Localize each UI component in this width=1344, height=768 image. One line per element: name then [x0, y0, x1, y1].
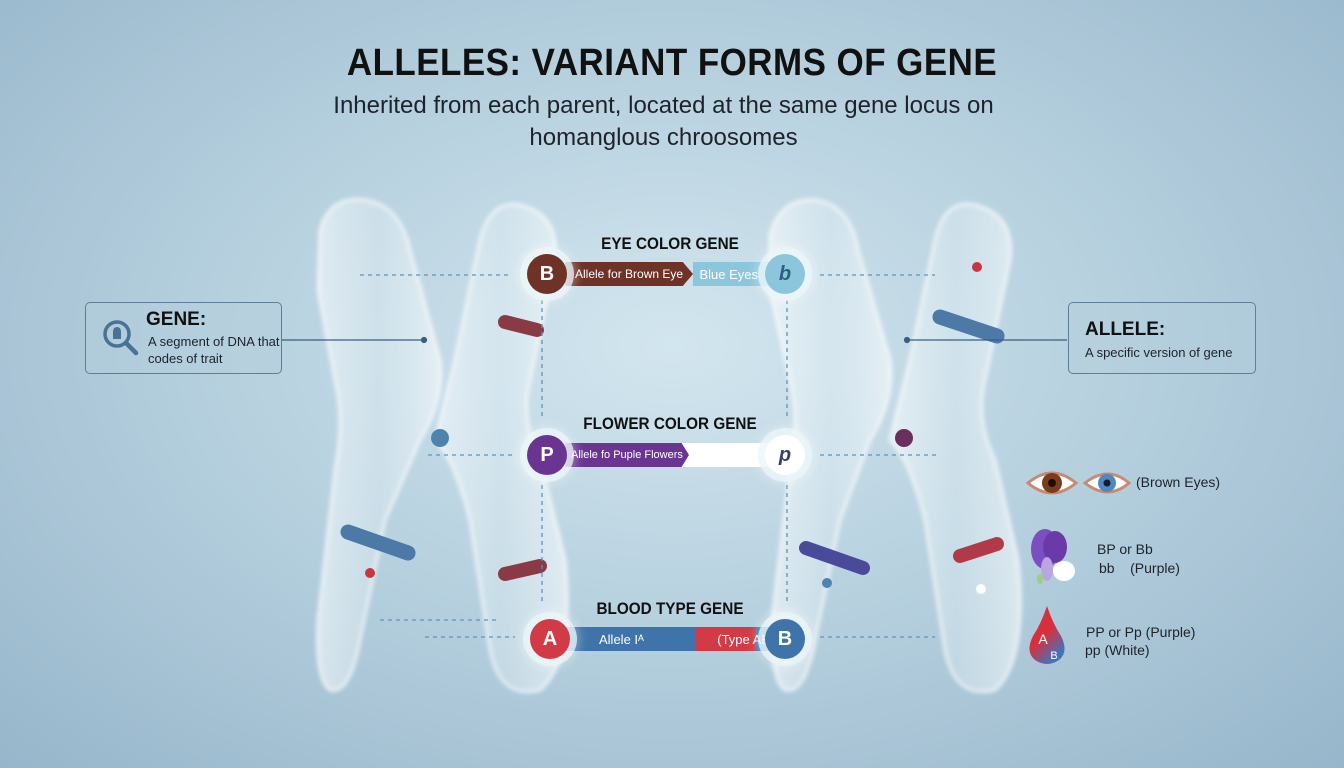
blood-drop-letter-A: A — [1038, 631, 1048, 647]
gene-definition-box: GENE: A segment of DNA that codes of tra… — [85, 302, 282, 374]
allele-circle-p: p — [765, 435, 805, 475]
legend-flower-line-2: bb (Purple) — [1099, 560, 1180, 576]
allele-box-text: A specific version of gene — [1085, 345, 1233, 360]
subtitle-line-1: Inherited from each parent, located at t… — [333, 92, 994, 119]
chromosome-bands — [340, 262, 1005, 594]
connector-lines — [360, 274, 940, 638]
legend-blood-line-1: PP or Pp (Purple) — [1086, 624, 1196, 640]
allele-circle-B: B — [527, 254, 567, 294]
eyes-icon — [1025, 471, 1132, 495]
magnifier-icon — [103, 320, 139, 356]
gene-label-blood-type: BLOOD TYPE GENE — [596, 599, 744, 618]
allele-bar-blood-type: Allele Iᴬ (Type AB — [565, 627, 770, 651]
allele-segment-brown: Allele for Brown Eye — [565, 262, 693, 286]
legend-flower-line-1: BP or Bb — [1097, 541, 1153, 557]
allele-segment-AB: (Type AB — [695, 627, 770, 651]
right-chromosome — [768, 198, 1022, 694]
gene-label-flower-color: FLOWER COLOR GENE — [583, 414, 757, 433]
allele-circle-A: A — [530, 619, 570, 659]
allele-segment-white — [689, 443, 770, 467]
gene-box-text-2: codes of trait — [148, 351, 223, 366]
gene-box-text-1: A segment of DNA that — [148, 334, 280, 349]
legend-blood-line-2: pp (White) — [1085, 642, 1150, 658]
allele-bar-flower-color: Allele fo Puple Flowers — [565, 443, 770, 467]
box-leader-lines — [282, 336, 1067, 344]
allele-segment-purple: Allele fo Puple Flowers — [565, 443, 689, 467]
blood-drop-letter-B: B — [1050, 650, 1057, 662]
allele-definition-box: ALLELE: A specific version of gene — [1068, 302, 1256, 374]
allele-circle-B-blood: B — [765, 619, 805, 659]
page-title: ALLELES: VARIANT FORMS OF GENE — [346, 42, 998, 84]
legend-eye-text: (Brown Eyes) — [1136, 474, 1221, 490]
gene-box-title: GENE: — [146, 309, 207, 330]
allele-circle-b: b — [765, 254, 805, 294]
gene-label-eye-color: EYE COLOR GENE — [601, 234, 739, 253]
allele-segment-blue: Blue Eyes — [693, 262, 770, 286]
allele-segment-A: Allele Iᴬ — [565, 627, 696, 651]
allele-box-title: ALLELE: — [1085, 319, 1166, 340]
allele-bar-eye-color: Allele for Brown Eye Blue Eyes — [565, 262, 770, 286]
subtitle-line-2: homanglous chroosomes — [529, 124, 798, 151]
blood-drop-icon: A B — [1029, 606, 1065, 664]
flower-icon — [1031, 529, 1075, 584]
allele-circle-P: P — [527, 435, 567, 475]
